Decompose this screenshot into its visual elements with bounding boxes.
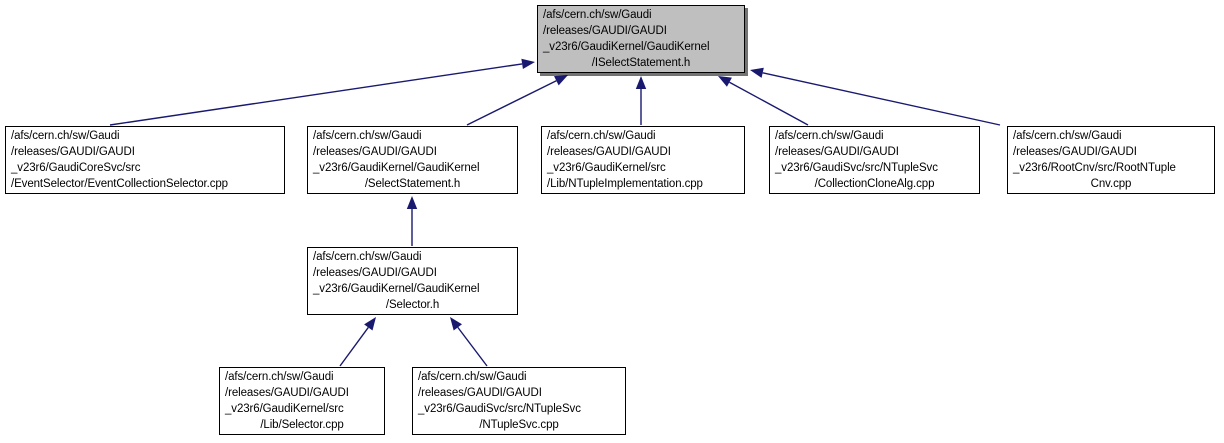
graph-edge-rootntuplecnv-to-iselectstatement	[750, 67, 1001, 126]
graph-edge-ntupleimplementation-to-iselectstatement	[635, 76, 647, 125]
node-label-line: /releases/GAUDI/GAUDI	[775, 146, 899, 158]
graph-edge-selector_h-to-selectstatement	[406, 196, 418, 246]
node-label-line: /SelectStatement.h	[364, 178, 461, 190]
graph-node-collectionclonealg[interactable]: /afs/cern.ch/sw/Gaudi/releases/GAUDI/GAU…	[769, 126, 980, 194]
graph-node-selectstatement[interactable]: /afs/cern.ch/sw/Gaudi/releases/GAUDI/GAU…	[307, 126, 518, 194]
node-label-line: /afs/cern.ch/sw/Gaudi	[1013, 130, 1122, 142]
graph-node-iselectstatement[interactable]: /afs/cern.ch/sw/Gaudi/releases/GAUDI/GAU…	[537, 5, 745, 73]
graph-node-rootntuplecnv[interactable]: /afs/cern.ch/sw/Gaudi/releases/GAUDI/GAU…	[1007, 126, 1215, 194]
graph-edge-eventcollectionselector-to-iselectstatement	[109, 58, 535, 126]
node-label-line: _v23r6/GaudiKernel/GaudiKernel	[313, 162, 480, 174]
node-label-line: /releases/GAUDI/GAUDI	[543, 25, 667, 37]
node-label-line: _v23r6/GaudiSvc/src/NTupleSvc	[418, 403, 581, 415]
node-label-line: /afs/cern.ch/sw/Gaudi	[775, 130, 884, 142]
graph-edge-ntuplesvc_cpp-to-selector_h	[450, 317, 488, 367]
graph-node-selector_cpp[interactable]: /afs/cern.ch/sw/Gaudi/releases/GAUDI/GAU…	[219, 367, 385, 435]
node-label-line: /CollectionCloneAlg.cpp	[814, 178, 935, 190]
graph-node-ntupleimplementation[interactable]: /afs/cern.ch/sw/Gaudi/releases/GAUDI/GAU…	[541, 126, 745, 194]
node-label-line: /releases/GAUDI/GAUDI	[547, 146, 671, 158]
node-label-line: _v23r6/GaudiSvc/src/NTupleSvc	[775, 162, 938, 174]
node-label-line: /releases/GAUDI/GAUDI	[225, 387, 349, 399]
graph-edge-selectstatement-to-iselectstatement	[466, 75, 568, 126]
node-label-line: /NTupleSvc.cpp	[479, 419, 559, 431]
node-label-line: /releases/GAUDI/GAUDI	[418, 387, 542, 399]
node-label-line: /afs/cern.ch/sw/Gaudi	[543, 9, 652, 21]
node-label-line: /EventSelector/EventCollectionSelector.c…	[11, 178, 228, 190]
node-label-line: _v23r6/GaudiKernel/src	[547, 162, 666, 174]
node-label-line: /releases/GAUDI/GAUDI	[313, 146, 437, 158]
node-label-line: /afs/cern.ch/sw/Gaudi	[418, 371, 527, 383]
node-label-line: /afs/cern.ch/sw/Gaudi	[225, 371, 334, 383]
graph-edge-selector_cpp-to-selector_h	[339, 317, 376, 367]
node-label-line: /afs/cern.ch/sw/Gaudi	[11, 130, 120, 142]
node-label-line: _v23r6/GaudiCoreSvc/src	[11, 162, 141, 174]
node-label-line: /Selector.h	[385, 299, 440, 311]
node-label-line: /releases/GAUDI/GAUDI	[313, 267, 437, 279]
graph-node-ntuplesvc_cpp[interactable]: /afs/cern.ch/sw/Gaudi/releases/GAUDI/GAU…	[412, 367, 626, 435]
node-label-line: /releases/GAUDI/GAUDI	[11, 146, 135, 158]
graph-node-eventcollectionselector[interactable]: /afs/cern.ch/sw/Gaudi/releases/GAUDI/GAU…	[5, 126, 285, 194]
node-label-line: /afs/cern.ch/sw/Gaudi	[547, 130, 656, 142]
node-label-line: _v23r6/GaudiKernel/GaudiKernel	[313, 283, 480, 295]
graph-edge-collectionclonealg-to-iselectstatement	[718, 76, 809, 126]
node-label-line: _v23r6/GaudiKernel/GaudiKernel	[543, 41, 710, 53]
node-label-line: /releases/GAUDI/GAUDI	[1013, 146, 1137, 158]
graph-node-selector_h[interactable]: /afs/cern.ch/sw/Gaudi/releases/GAUDI/GAU…	[307, 247, 518, 315]
node-label-line: /Lib/Selector.cpp	[260, 419, 344, 431]
node-label-line: /afs/cern.ch/sw/Gaudi	[313, 130, 422, 142]
node-label-line: /afs/cern.ch/sw/Gaudi	[313, 251, 422, 263]
node-label-line: /Lib/NTupleImplementation.cpp	[547, 178, 703, 190]
node-label-line: Cnv.cpp	[1090, 178, 1132, 190]
node-label-line: _v23r6/GaudiKernel/src	[225, 403, 344, 415]
node-label-line: _v23r6/RootCnv/src/RootNTuple	[1013, 162, 1176, 174]
node-label-line: /ISelectStatement.h	[591, 57, 691, 69]
